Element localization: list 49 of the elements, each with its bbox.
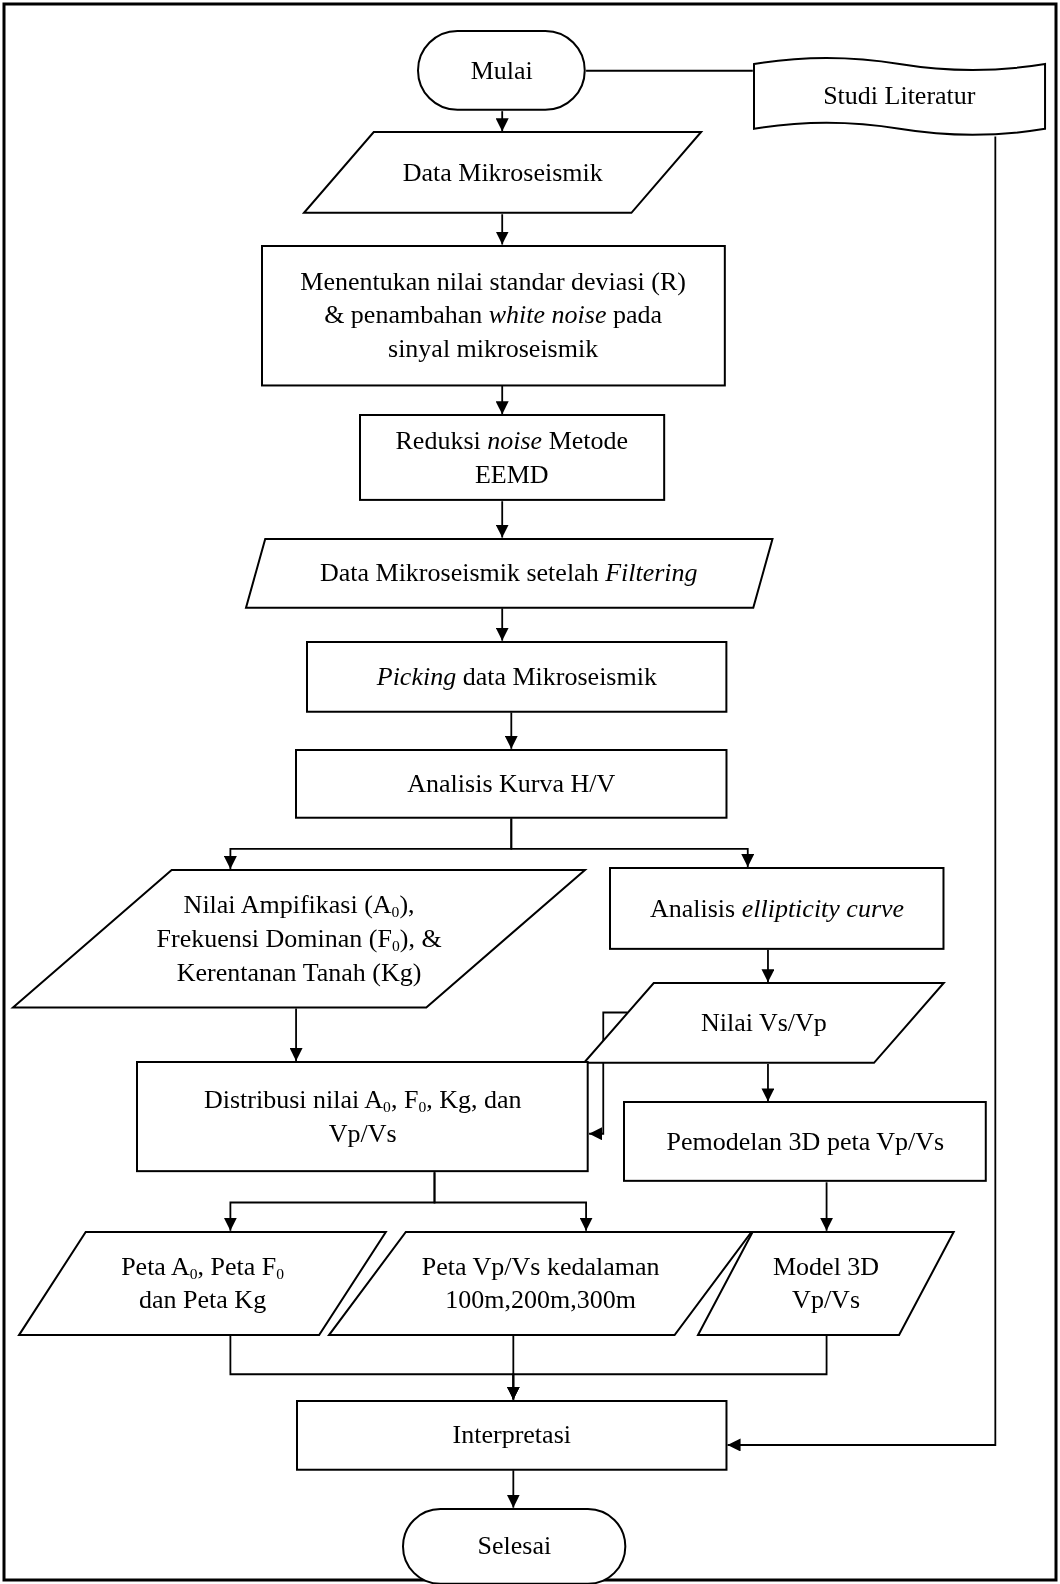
arrow — [726, 135, 997, 1452]
node-text: Pemodelan 3D peta Vp/Vs — [666, 1125, 945, 1158]
node-text: Mulai — [470, 54, 533, 87]
arrow — [761, 1063, 775, 1103]
arrow — [510, 817, 755, 868]
arrow — [495, 607, 509, 642]
node-text: Nilai Vs/Vp — [700, 1007, 827, 1040]
process-box — [136, 1061, 590, 1173]
process-box — [260, 244, 726, 386]
arrow — [495, 500, 509, 539]
arrow — [504, 711, 518, 750]
arrow — [495, 385, 509, 416]
data-parallelogram — [244, 537, 773, 609]
arrow — [495, 110, 509, 133]
data-parallelogram — [328, 1230, 753, 1336]
data-parallelogram — [12, 869, 587, 1009]
arrow — [761, 948, 775, 984]
arrow — [506, 1334, 828, 1401]
node-text: Peta Vp/Vs kedalaman 100m,200m,300m — [420, 1250, 661, 1317]
node-text: Studi Literatur — [823, 80, 976, 113]
data-parallelogram — [303, 131, 703, 215]
process-box — [295, 748, 728, 819]
arrow — [495, 213, 509, 246]
process-box — [306, 640, 728, 713]
data-parallelogram — [583, 982, 945, 1065]
arrow — [506, 1469, 520, 1509]
arrow — [433, 1171, 593, 1232]
process-box — [296, 1399, 728, 1471]
node-text: Analisis Kurva H/V — [407, 767, 616, 800]
node-text: Peta A$_{0}$, Peta F$_{0}$ dan Peta Kg — [120, 1250, 286, 1317]
node-text: Data Mikroseismik setelah Filtering — [319, 557, 698, 590]
process-box — [609, 867, 945, 950]
node-text: Distribusi nilai A$_{0}$, F$_{0}$, Kg, dan Vp/Vs — [203, 1083, 523, 1150]
process-box — [358, 414, 665, 502]
node-text: Nilai Ampifikasi (A$_{0}$), Frekuensi Dominan (F$_{0}$), & Kerentanan Tanah (Kg) — [155, 889, 443, 989]
process-box — [623, 1101, 988, 1183]
data-parallelogram — [697, 1230, 955, 1336]
document-shape — [752, 55, 1046, 137]
node-text: Model 3D Vp/Vs — [771, 1250, 881, 1317]
node-text: Analisis ellipticity curve — [649, 892, 905, 925]
node-text: Interpretasi — [452, 1418, 571, 1451]
arrow — [820, 1181, 834, 1232]
node-text: Data Mikroseismik — [402, 156, 603, 189]
data-parallelogram — [18, 1230, 387, 1336]
node-text: Menentukan nilai standar deviasi (R) & penambahan white noise pada sinyal mikroseismik — [299, 265, 687, 366]
node-text: Reduksi noise Metode EEMD — [394, 424, 630, 491]
node-text: Picking data Mikroseismik — [376, 660, 657, 693]
node-text: Selesai — [477, 1530, 552, 1563]
arrow — [289, 1007, 303, 1062]
